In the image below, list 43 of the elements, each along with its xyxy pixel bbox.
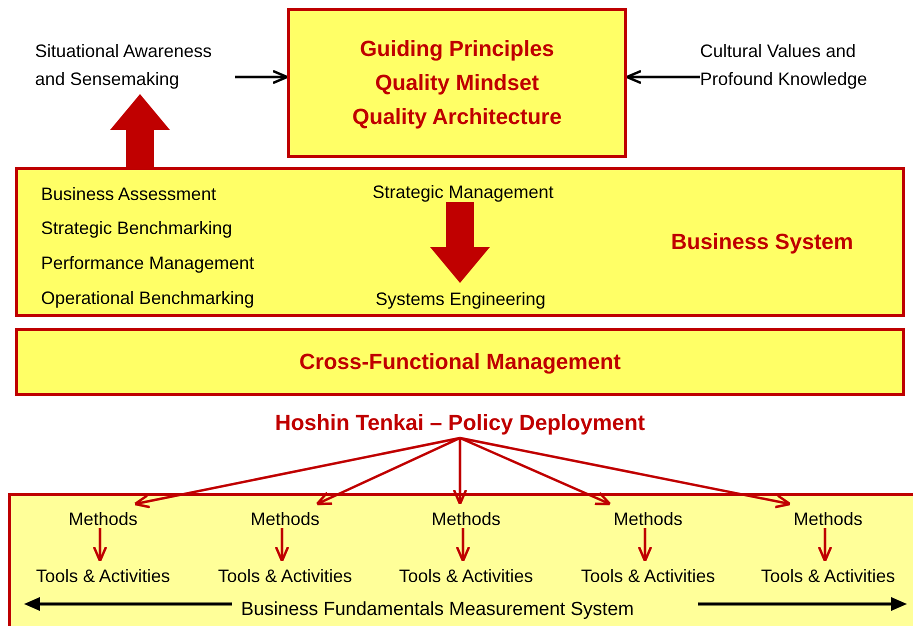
box-title: Quality Architecture [352, 103, 562, 131]
arrow [460, 436, 792, 508]
box-title: Cross-Functional Management [299, 348, 621, 376]
node-text: Methods [431, 508, 501, 531]
node-text: Cultural Values and Profound Knowledge [700, 40, 868, 91]
box-title: Quality Mindset [375, 69, 539, 97]
heading-text: Hoshin Tenkai – Policy Deployment [274, 408, 645, 437]
node-text: Tools & Activities [580, 565, 716, 588]
arrow [638, 528, 652, 562]
arrow [274, 528, 290, 562]
arrow [134, 436, 460, 508]
arrow [460, 436, 612, 506]
list-item: Business Assessment [41, 183, 216, 206]
business-system-box [15, 167, 905, 317]
node-text: Tools & Activities [398, 565, 534, 588]
arrow [316, 436, 461, 506]
arrow [818, 528, 832, 562]
node-text: Situational Awareness and Sensemaking [35, 40, 213, 91]
system-title: Business System [671, 228, 854, 256]
node-text: Methods [250, 508, 320, 531]
node-text: Tools & Activities [36, 565, 170, 588]
list-item: Operational Benchmarking [41, 287, 254, 310]
box-title: Guiding Principles [360, 35, 554, 63]
principles-box [287, 8, 627, 158]
arrow [452, 438, 468, 506]
arrow [92, 528, 108, 562]
arrow [626, 70, 700, 84]
arrow [235, 70, 288, 84]
node-text: Strategic Management [372, 181, 554, 204]
node-text: Tools & Activities [218, 565, 352, 588]
node-text: Methods [68, 508, 138, 531]
management-bar [15, 328, 905, 396]
block-arrow [430, 202, 490, 283]
node-text: Methods [793, 508, 863, 531]
list-item: Performance Management [41, 252, 254, 275]
node-text: Methods [613, 508, 683, 531]
arrow [456, 528, 470, 562]
system-label: Business Fundamentals Measurement System [241, 598, 634, 622]
list-item: Strategic Benchmarking [41, 217, 232, 240]
node-text: Systems Engineering [375, 288, 546, 311]
block-arrow [110, 94, 170, 167]
measurement-panel [8, 493, 913, 626]
node-text: Tools & Activities [760, 565, 896, 588]
